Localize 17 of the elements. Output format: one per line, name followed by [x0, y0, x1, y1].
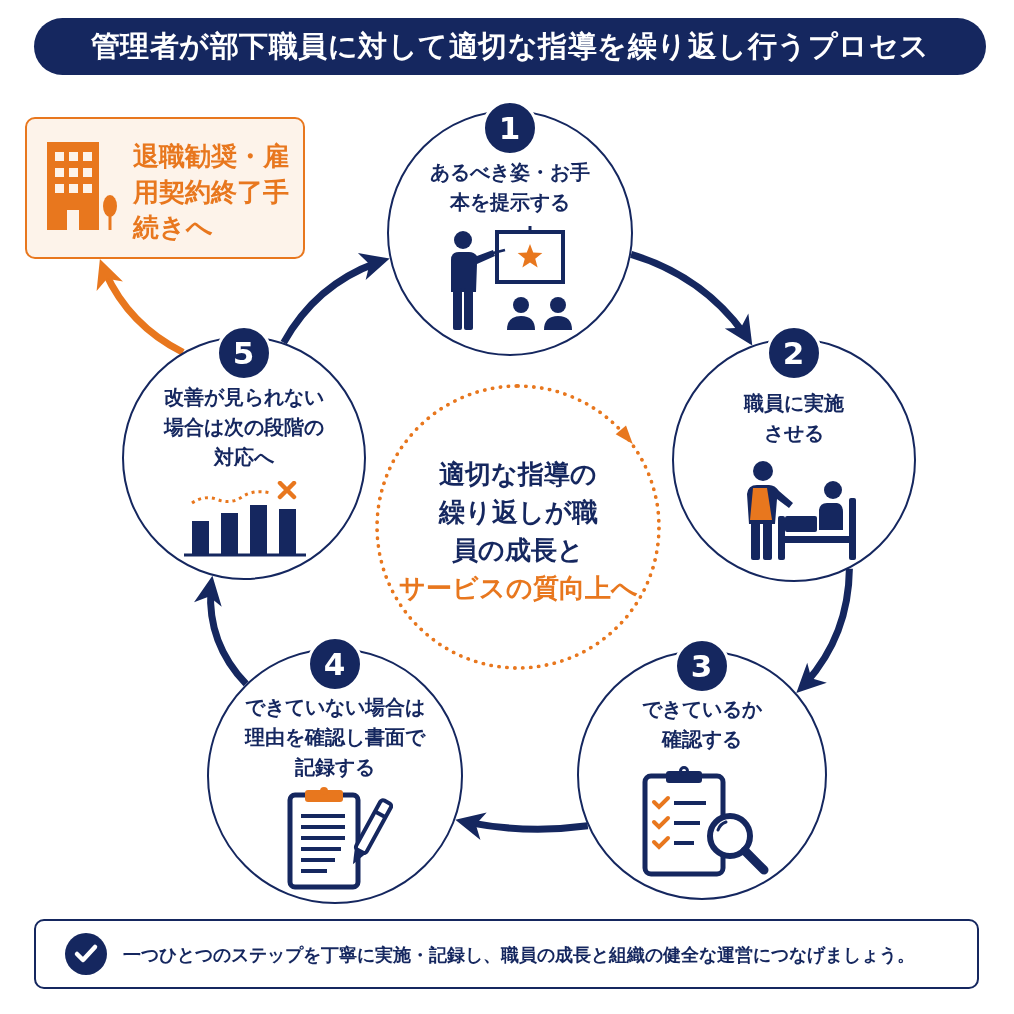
- step-text: 職員に実施させる: [742, 389, 845, 447]
- outcome-box: [25, 117, 305, 259]
- curved-arrow: [194, 575, 249, 687]
- step-text: 改善が見られない場合は次の段階の対応へ: [162, 383, 325, 471]
- dotted-ring: [375, 384, 661, 670]
- step-text: できていない場合は理由を確認し書面で記録する: [243, 693, 427, 781]
- step-text: できているか確認する: [640, 695, 763, 753]
- highlight-text: サービスの質向上へ: [397, 572, 639, 605]
- note-box: [34, 919, 979, 989]
- note-text: 一つひとつのステップを丁寧に実施・記録し、職員の成長と組織の健全な運営につなげましょう。: [123, 943, 915, 967]
- title-banner: 管理者が部下職員に対して適切な指導を繰り返し行うプロセス: [34, 18, 986, 75]
- curved-arrow: [454, 812, 589, 840]
- outcome-text: 退職勧奨・雇用契約終了手続きへ: [133, 140, 290, 244]
- curved-arrow: [96, 257, 185, 356]
- curved-arrow: [280, 254, 391, 345]
- step-text: あるべき姿・お手本を提示する: [428, 158, 591, 216]
- center-text: 適切な指導の繰り返しが職員の成長と: [437, 458, 599, 567]
